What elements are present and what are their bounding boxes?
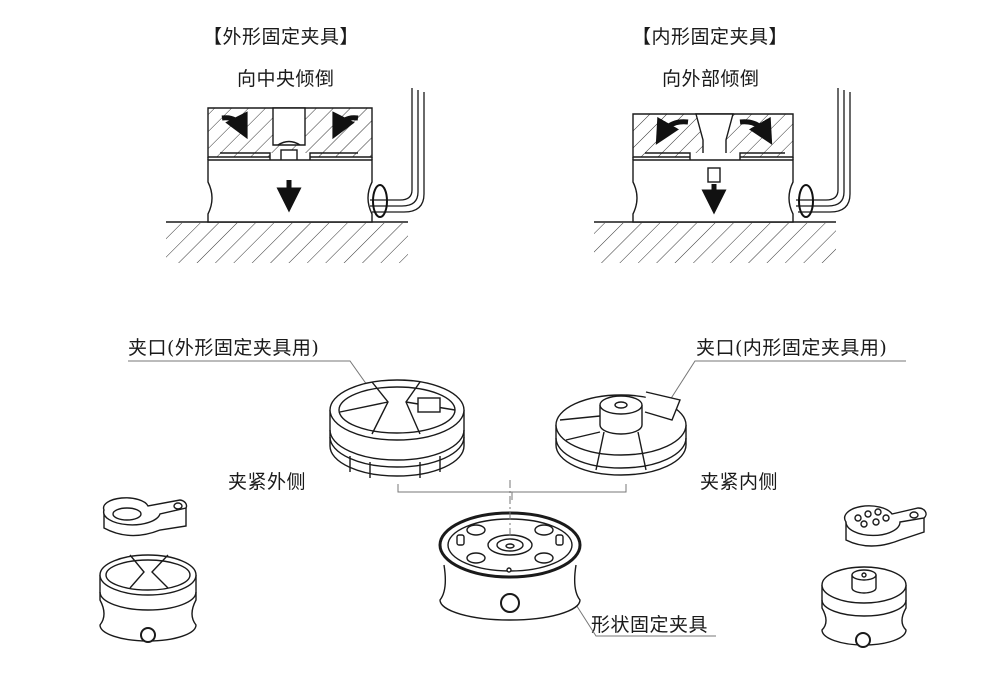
ground-hatch <box>166 223 408 263</box>
tilt-outward-arrow-left <box>655 116 689 145</box>
shape-fixture-illustration <box>438 480 582 621</box>
ground-hatch <box>594 223 836 263</box>
jaw-external-leader <box>128 360 373 393</box>
clamp-outside-label: 夹紧外侧 <box>228 471 307 493</box>
hex-key <box>370 88 413 201</box>
external-fixture-section-drawing <box>166 88 425 263</box>
rotate-arrow <box>798 184 814 218</box>
jaw-internal-label: 夹口(内形固定夹具用) <box>696 337 888 359</box>
external-assembly-illustration <box>99 497 197 643</box>
shape-fixture-leader <box>572 599 716 637</box>
internal-motion-label: 向外部倾倒 <box>662 68 760 90</box>
external-fixture-title: 【外形固定夹具】 <box>203 26 360 48</box>
external-motion-label: 向中央倾倒 <box>237 68 335 90</box>
clamp-inside-label: 夹紧内侧 <box>700 471 779 493</box>
locking-screw-icon <box>855 632 871 648</box>
internal-assembly-illustration <box>821 505 927 648</box>
bracket-connector <box>397 484 627 500</box>
locking-screw-icon <box>500 593 520 613</box>
external-jaw-illustration <box>329 379 465 478</box>
tilt-inward-arrow-left <box>221 111 248 140</box>
rotate-arrow <box>372 184 388 218</box>
locking-screw-icon <box>140 627 156 643</box>
tilt-outward-arrow-right <box>739 116 773 145</box>
jaw-internal-leader <box>669 360 906 401</box>
jaw-external-label: 夹口(外形固定夹具用) <box>128 337 320 359</box>
hex-key <box>796 88 839 201</box>
internal-fixture-section-drawing <box>594 88 851 263</box>
tilt-inward-arrow-right <box>332 111 359 140</box>
internal-jaw-illustration <box>555 391 687 476</box>
leader-lines <box>128 360 906 637</box>
shape-fixture-label: 形状固定夹具 <box>591 614 709 636</box>
internal-fixture-title: 【内形固定夹具】 <box>632 26 789 48</box>
